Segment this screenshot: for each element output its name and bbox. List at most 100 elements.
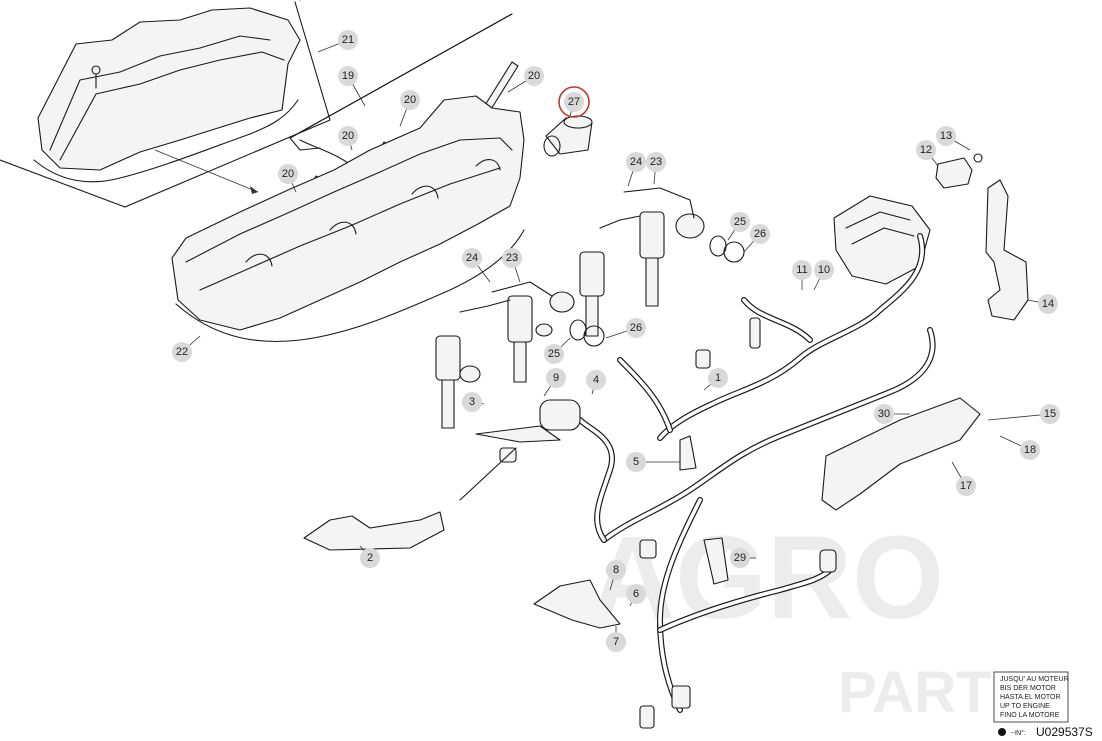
callout-number: 15	[1044, 408, 1056, 420]
watermark-line1: AGRO	[590, 512, 944, 644]
callout-8[interactable]: 8	[606, 560, 626, 591]
callout-26[interactable]: 26	[605, 318, 646, 339]
callout-number: 24	[466, 252, 478, 264]
callout-bubble	[360, 548, 380, 568]
callout-26[interactable]: 26	[743, 224, 770, 253]
callout-9[interactable]: 9	[543, 368, 566, 397]
callout-29[interactable]: 29	[730, 548, 756, 568]
callout-22[interactable]: 22	[172, 335, 201, 362]
callout-bubble	[936, 126, 956, 146]
callout-17[interactable]: 17	[951, 461, 976, 496]
callout-number: 10	[818, 264, 830, 276]
callout-bubble	[400, 90, 420, 110]
callout-number: 12	[920, 144, 932, 156]
callout-number: 23	[506, 252, 518, 264]
callout-number: 26	[754, 228, 766, 240]
callout-bubble	[730, 212, 750, 232]
callout-24[interactable]: 24	[462, 248, 491, 283]
callout-20[interactable]: 20	[507, 66, 544, 93]
validity-line-5: FINO LA MOTORE	[1000, 712, 1060, 719]
callout-23[interactable]: 23	[502, 248, 522, 283]
callout-number: 13	[940, 130, 952, 142]
callout-23[interactable]: 23	[646, 152, 666, 185]
callout-18[interactable]: 18	[999, 435, 1040, 460]
callout-7[interactable]: 7	[606, 626, 626, 652]
validity-line-4: UP TO ENGINE	[1000, 703, 1050, 710]
callout-number: 26	[630, 322, 642, 334]
callout-6[interactable]: 6	[626, 584, 646, 607]
callout-25[interactable]: 25	[544, 337, 571, 364]
callout-27[interactable]: 27	[558, 86, 590, 118]
callout-bubble	[626, 318, 646, 338]
callout-19[interactable]: 19	[338, 66, 366, 107]
callout-bubble	[278, 164, 298, 184]
callout-24[interactable]: 24	[626, 152, 646, 187]
callout-bubble	[172, 342, 192, 362]
callout-bubble	[606, 632, 626, 652]
callout-bubble	[626, 452, 646, 472]
callout-bubble	[792, 260, 812, 280]
brackets	[303, 397, 981, 629]
callout-25[interactable]: 25	[727, 212, 750, 241]
callout-bubble	[730, 548, 750, 568]
callout-number: 20	[528, 70, 540, 82]
callout-4[interactable]: 4	[586, 370, 606, 395]
callout-14[interactable]: 14	[1027, 294, 1058, 314]
callout-2[interactable]: 2	[359, 545, 380, 568]
callout-bubble	[524, 66, 544, 86]
callout-bubble	[708, 368, 728, 388]
callout-20[interactable]: 20	[399, 90, 420, 127]
callout-12[interactable]: 12	[916, 140, 939, 167]
callout-5[interactable]: 5	[626, 452, 680, 472]
callout-15[interactable]: 15	[987, 404, 1060, 424]
callout-1[interactable]: 1	[703, 368, 728, 391]
callout-number: 21	[342, 34, 354, 46]
callout-bubble	[462, 392, 482, 412]
callout-number: 7	[613, 636, 619, 648]
validity-line-1: JUSQU' AU MOTEUR	[1000, 676, 1069, 683]
injectors	[435, 187, 705, 429]
callout-number: 20	[282, 168, 294, 180]
callout-number: 30	[878, 408, 890, 420]
callout-number: 29	[734, 552, 746, 564]
footer: ⊣N°: U029537S	[998, 725, 1093, 739]
callout-30[interactable]: 30	[874, 404, 910, 424]
validity-box: JUSQU' AU MOTEUR BIS DER MOTOR HASTA EL …	[993, 671, 1069, 723]
callout-number: 4	[593, 374, 599, 386]
validity-line-3: HASTA EL MOTOR	[1000, 694, 1061, 701]
callout-bubble	[626, 152, 646, 172]
callout-number: 20	[342, 130, 354, 142]
sleeve-part-27	[543, 115, 593, 157]
callout-number: 25	[548, 348, 560, 360]
callout-13[interactable]: 13	[936, 126, 971, 151]
callout-3[interactable]: 3	[462, 392, 485, 412]
callout-bubble	[1040, 404, 1060, 424]
callout-bubble	[544, 344, 564, 364]
callout-bubble	[956, 476, 976, 496]
valve-cover-inset	[33, 7, 301, 183]
callout-number: 8	[613, 564, 619, 576]
callout-number: 27	[568, 96, 580, 108]
callout-bubble	[626, 584, 646, 604]
callout-number: 19	[342, 70, 354, 82]
callout-number: 22	[176, 346, 188, 358]
callout-bubble	[338, 126, 358, 146]
callout-bubble	[916, 140, 936, 160]
validity-line-2: BIS DER MOTOR	[1000, 685, 1056, 692]
callout-number: 23	[650, 156, 662, 168]
callout-number: 17	[960, 480, 972, 492]
callout-10[interactable]: 10	[813, 260, 834, 291]
callout-number: 3	[469, 396, 475, 408]
callout-bubble	[546, 368, 566, 388]
callout-21[interactable]: 21	[317, 30, 358, 53]
callout-20[interactable]: 20	[278, 164, 298, 193]
callout-bubble	[814, 260, 834, 280]
callout-bubble	[1038, 294, 1058, 314]
callout-20[interactable]: 20	[338, 126, 358, 151]
callout-number: 18	[1024, 444, 1036, 456]
callout-bubble	[564, 92, 584, 112]
callout-bubble	[1020, 440, 1040, 460]
callout-11[interactable]: 11	[792, 260, 812, 290]
drawing-code: U029537S	[1036, 725, 1093, 739]
